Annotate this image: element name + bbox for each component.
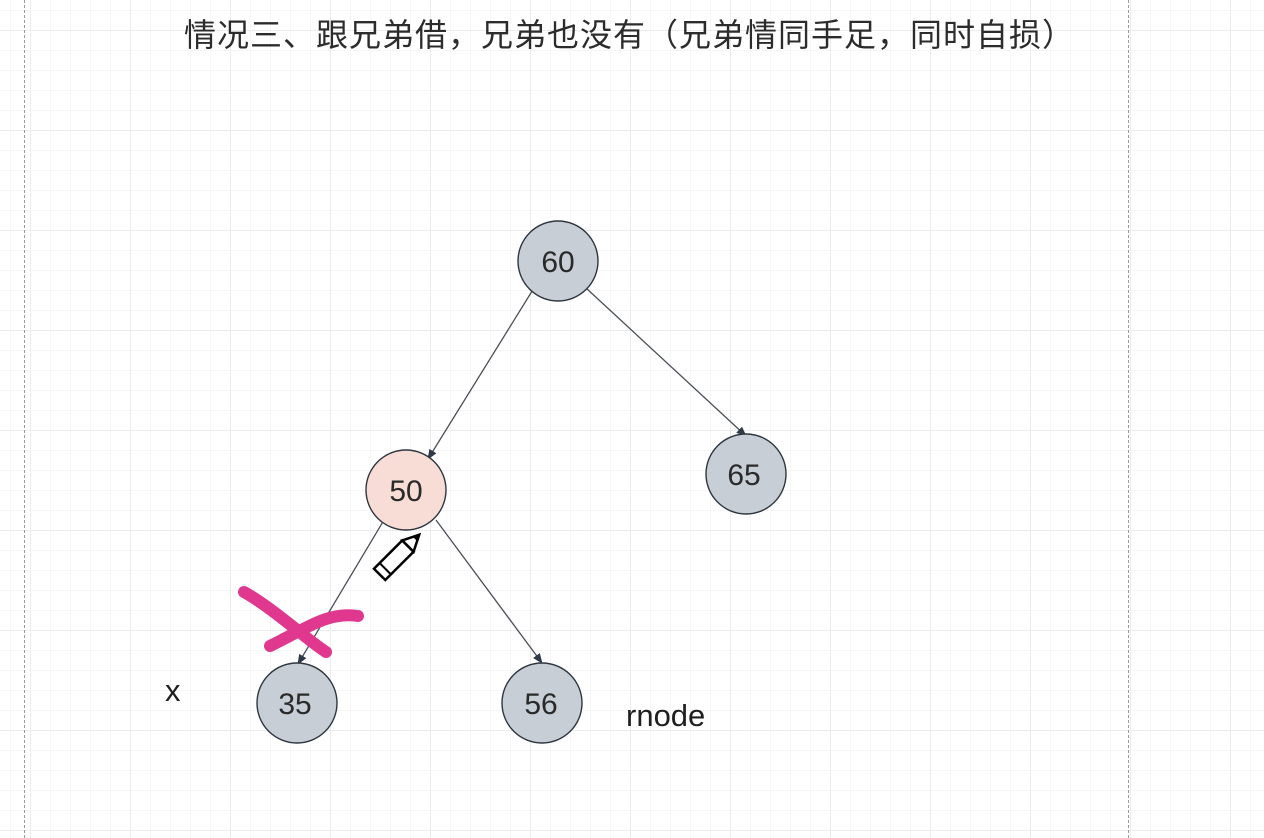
tree-node-65[interactable]: 65 xyxy=(705,433,787,515)
node-label: 35 xyxy=(278,688,311,721)
tree-node-60[interactable]: 60 xyxy=(517,220,599,302)
x-label: x xyxy=(165,673,181,708)
node-circle xyxy=(501,662,583,744)
node-circle xyxy=(256,662,338,744)
pencil-cursor-icon xyxy=(372,532,422,582)
node-label: 65 xyxy=(727,459,760,492)
tree-node-35[interactable]: 35 xyxy=(256,662,338,744)
cross-mark-icon xyxy=(238,586,364,658)
rnode-label: rnode xyxy=(626,698,706,733)
edge-50-56[interactable] xyxy=(435,519,543,664)
node-circle xyxy=(705,433,787,515)
node-label: 50 xyxy=(389,475,422,508)
page-guide-right xyxy=(1128,0,1129,838)
edge-60-50[interactable] xyxy=(427,287,535,460)
node-circle xyxy=(517,220,599,302)
page-guide-left xyxy=(24,0,25,838)
edge-60-65[interactable] xyxy=(585,287,747,437)
node-label: 60 xyxy=(541,246,574,279)
tree-node-50[interactable]: 50 xyxy=(365,449,447,531)
diagram-title: 情况三、跟兄弟借，兄弟也没有（兄弟情同手足，同时自损） xyxy=(184,16,1076,54)
node-label: 56 xyxy=(524,688,557,721)
node-circle xyxy=(365,449,447,531)
tree-node-56[interactable]: 56 xyxy=(501,662,583,744)
